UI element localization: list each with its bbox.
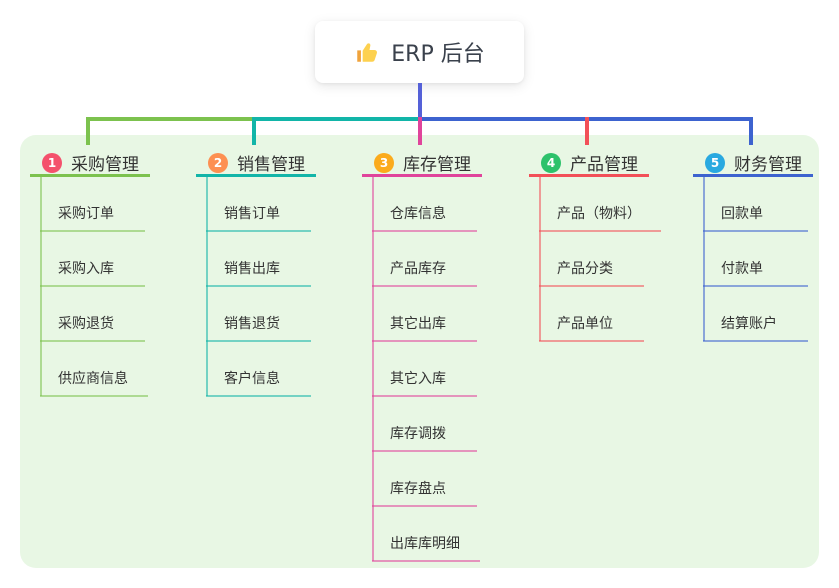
child-node-label: 产品分类 <box>557 261 613 277</box>
root-node-erp: ERP 后台 <box>315 21 524 83</box>
branch-drop-line <box>86 117 90 145</box>
branch-number-badge: 4 <box>541 152 561 173</box>
child-node: 回款单 <box>703 177 808 232</box>
root-connector-stem <box>418 83 422 117</box>
child-node-label: 销售订单 <box>224 206 280 222</box>
child-node: 客户信息 <box>206 342 311 397</box>
child-connector-line <box>206 177 208 396</box>
child-node-label: 采购退货 <box>58 316 114 332</box>
child-node: 采购入库 <box>40 232 145 287</box>
child-node-label: 产品（物料） <box>557 206 641 222</box>
child-node: 供应商信息 <box>40 342 148 397</box>
child-connector-line <box>40 177 42 396</box>
connector-segment <box>252 117 418 121</box>
branch-drop-line <box>418 117 422 145</box>
branch-children: 销售订单销售出库销售退货客户信息 <box>196 177 311 397</box>
child-node-label: 其它入库 <box>390 371 446 387</box>
branch-label: 产品管理 <box>570 155 638 175</box>
child-node-label: 库存调拨 <box>390 426 446 442</box>
child-node-label: 产品库存 <box>390 261 446 277</box>
child-node-label: 其它出库 <box>390 316 446 332</box>
branch-header-5: 5 财务管理 <box>693 151 813 177</box>
child-node-label: 仓库信息 <box>390 206 446 222</box>
child-node-label: 库存盘点 <box>390 481 446 497</box>
thumbs-up-icon <box>357 43 378 62</box>
branch-number-badge: 1 <box>42 152 62 173</box>
child-node: 产品单位 <box>539 287 644 342</box>
branch-children: 仓库信息产品库存其它出库其它入库库存调拨库存盘点出库库明细 <box>362 177 480 562</box>
child-node-label: 回款单 <box>721 206 763 222</box>
child-node: 其它入库 <box>372 342 477 397</box>
child-connector-line <box>703 177 705 341</box>
child-node: 销售退货 <box>206 287 311 342</box>
child-node-label: 产品单位 <box>557 316 613 332</box>
child-node: 库存调拨 <box>372 397 477 452</box>
branch-number-badge: 2 <box>208 152 228 173</box>
branch-label: 财务管理 <box>734 155 802 175</box>
root-node-label: ERP 后台 <box>391 42 485 67</box>
child-node: 出库库明细 <box>372 507 480 562</box>
child-node-label: 销售退货 <box>224 316 280 332</box>
branch-number-badge: 5 <box>705 152 725 173</box>
branch-label: 销售管理 <box>237 155 305 175</box>
branches-background-panel <box>20 135 819 568</box>
branch-drop-line <box>252 117 256 145</box>
branch-label: 采购管理 <box>71 155 139 175</box>
child-node: 付款单 <box>703 232 808 287</box>
branch-drop-line <box>749 117 753 145</box>
branch-header-2: 2 销售管理 <box>196 151 316 177</box>
child-node-label: 客户信息 <box>224 371 280 387</box>
child-node-label: 采购订单 <box>58 206 114 222</box>
branch-children: 产品（物料） 产品分类产品单位 <box>529 177 661 342</box>
child-node: 产品库存 <box>372 232 477 287</box>
child-node: 销售出库 <box>206 232 311 287</box>
branch-header-3: 3 库存管理 <box>362 151 482 177</box>
child-node-label: 结算账户 <box>721 316 777 332</box>
branch-header-1: 1 采购管理 <box>30 151 150 177</box>
child-node: 其它出库 <box>372 287 477 342</box>
child-node: 采购退货 <box>40 287 145 342</box>
branch-children: 采购订单采购入库采购退货供应商信息 <box>30 177 148 397</box>
child-node-label: 供应商信息 <box>58 371 128 387</box>
child-node-label: 付款单 <box>721 261 763 277</box>
branch-label: 库存管理 <box>403 155 471 175</box>
connector-segment <box>86 117 252 121</box>
child-node: 仓库信息 <box>372 177 477 232</box>
child-node: 结算账户 <box>703 287 808 342</box>
child-node: 库存盘点 <box>372 452 477 507</box>
child-node-label: 出库库明细 <box>390 536 460 552</box>
branch-children: 回款单付款单结算账户 <box>693 177 808 342</box>
child-node-label: 销售出库 <box>224 261 280 277</box>
child-node-label: 采购入库 <box>58 261 114 277</box>
child-node: 产品（物料） <box>539 177 661 232</box>
branch-drop-line <box>585 117 589 145</box>
child-connector-line <box>372 177 374 561</box>
branch-header-4: 4 产品管理 <box>529 151 649 177</box>
branch-number-badge: 3 <box>374 152 394 173</box>
child-node: 采购订单 <box>40 177 145 232</box>
child-node: 产品分类 <box>539 232 644 287</box>
child-node: 销售订单 <box>206 177 311 232</box>
child-connector-line <box>539 177 541 341</box>
